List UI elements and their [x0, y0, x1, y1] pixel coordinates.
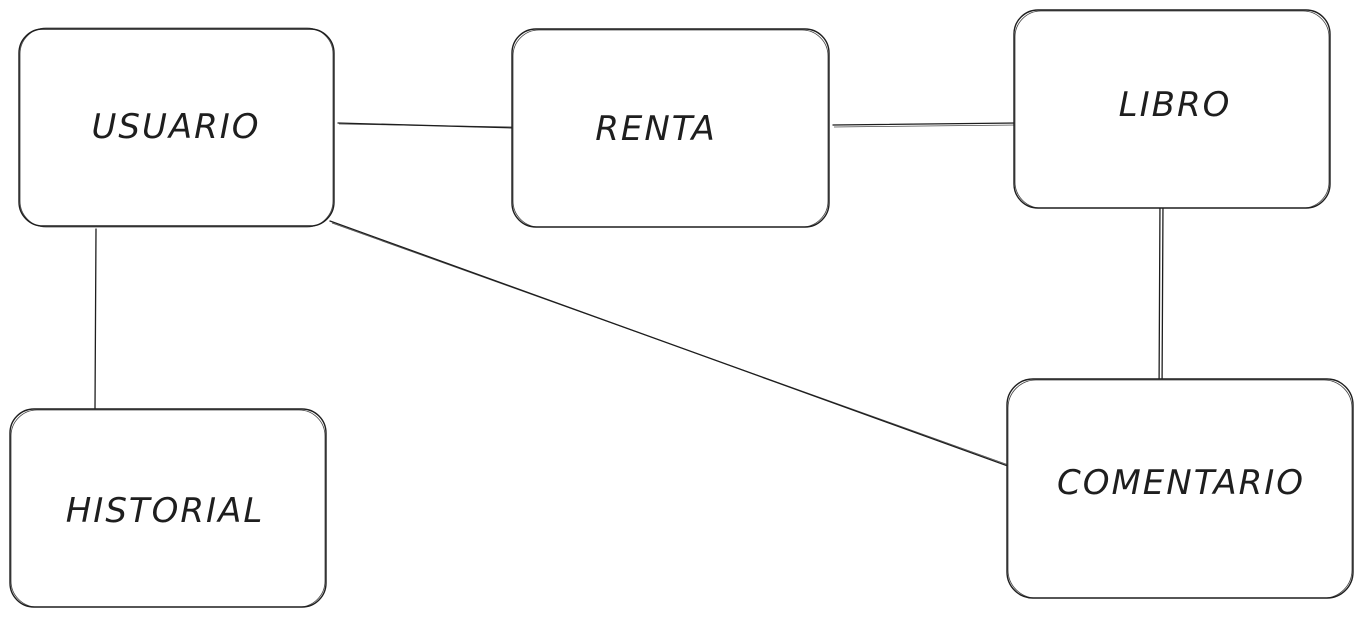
connector-usuario-historial[interactable]	[94, 228, 97, 410]
entity-renta[interactable]: RENTA	[511, 28, 830, 228]
entity-usuario-label: USUARIO	[91, 107, 260, 147]
connector-renta-libro[interactable]	[832, 122, 1020, 128]
entity-historial[interactable]: HISTORIAL	[9, 408, 327, 608]
entity-comentario-label: COMENTARIO	[1057, 463, 1305, 503]
entity-historial-label: HISTORIAL	[66, 491, 265, 531]
entity-usuario[interactable]: USUARIO	[18, 27, 335, 228]
entity-comentario[interactable]: COMENTARIO	[1006, 378, 1354, 599]
connector-usuario-renta[interactable]	[337, 122, 518, 129]
connector-libro-comentario[interactable]	[1158, 199, 1164, 399]
entity-renta-label: RENTA	[595, 109, 716, 149]
entity-libro-label: LIBRO	[1119, 85, 1232, 125]
connector-usuario-comentario[interactable]	[329, 220, 1020, 471]
entity-libro[interactable]: LIBRO	[1013, 9, 1331, 209]
